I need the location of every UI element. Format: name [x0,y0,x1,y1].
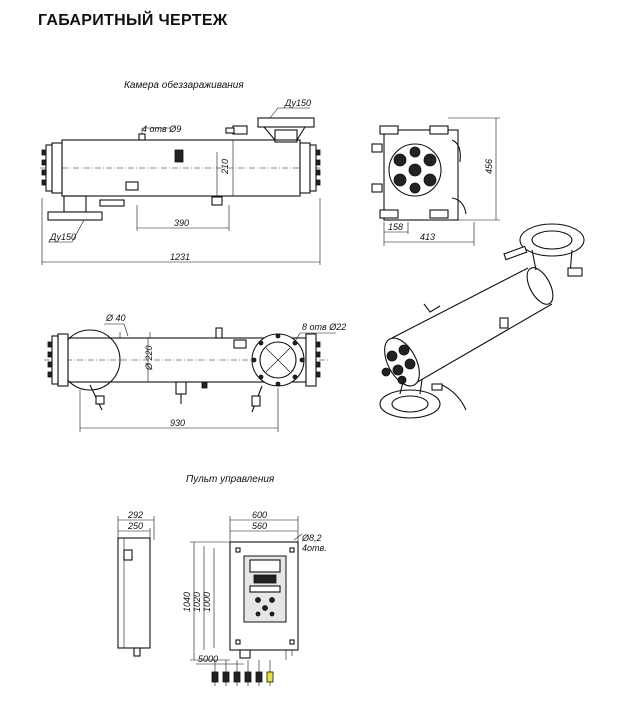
dim-560: 560 [252,521,267,531]
chamber-isometric-view [379,223,585,419]
drawing-title: ГАБАРИТНЫЙ ЧЕРТЕЖ [38,12,228,29]
dim-5000: 5000 [198,654,218,664]
dim-d220: Ø 220 [144,345,154,371]
dim-456: 456 [484,159,494,174]
dim-1040: 1040 [182,592,192,612]
dim-holes-count: 4отв. [302,543,327,553]
dim-holes-4x9: 4 отв Ø9 [142,124,181,134]
panel-caption: Пульт управления [186,474,275,485]
dim-250: 250 [127,521,143,531]
dim-158: 158 [388,222,403,232]
panel-front-view [190,516,303,686]
dim-292: 292 [127,510,143,520]
dim-du150-bottom: Ду150 [49,232,76,242]
panel-side-view [117,516,155,657]
dim-d40: Ø 40 [105,313,126,323]
chamber-front-view [40,107,321,265]
dim-600: 600 [252,510,267,520]
dim-413: 413 [420,232,435,242]
dim-1231: 1231 [170,252,190,262]
dim-height-210: 210 [220,159,230,175]
chamber-side-view [371,117,500,246]
dim-390: 390 [174,218,189,228]
dim-1020: 1020 [192,592,202,612]
dim-1000: 1000 [202,592,212,612]
dim-du150-top: Ду150 [284,98,311,108]
dim-holes-d82: Ø8,2 [301,533,322,543]
chamber-caption: Камера обеззараживания [124,79,244,91]
dim-holes-8x22: 8 отв Ø22 [302,322,346,332]
chamber-top-view [44,323,336,432]
dim-930: 930 [170,418,185,428]
